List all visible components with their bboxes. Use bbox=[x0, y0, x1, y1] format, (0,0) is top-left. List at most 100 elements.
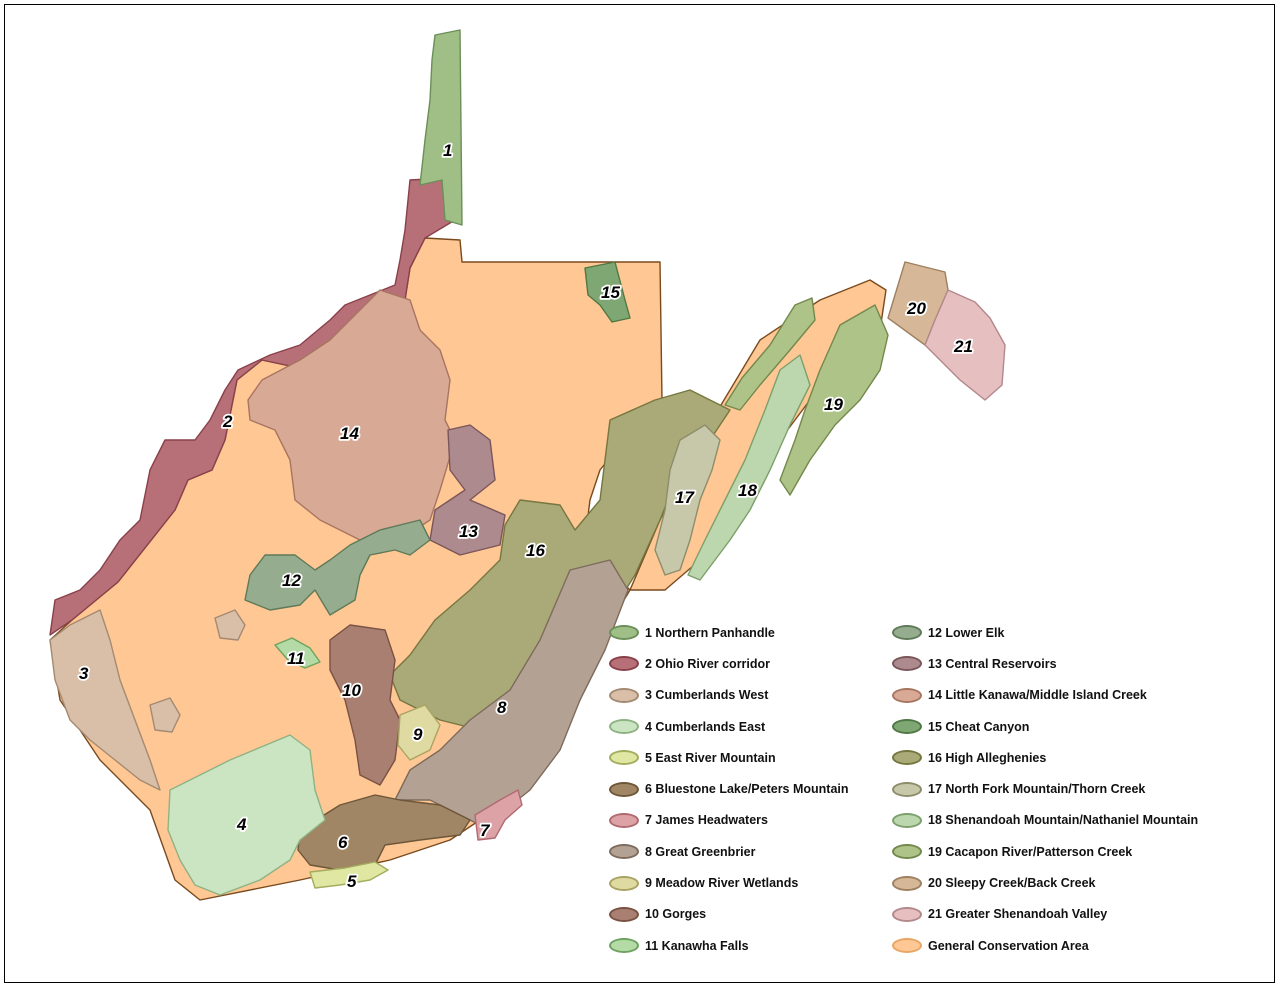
legend-swatch bbox=[609, 750, 639, 766]
legend-item: 8 Great Greenbrier bbox=[609, 836, 849, 867]
map-label-10: 10 bbox=[342, 681, 361, 700]
legend-item: 6 Bluestone Lake/Peters Mountain bbox=[609, 773, 849, 804]
map-label-13: 13 bbox=[459, 522, 478, 541]
legend-item: 9 Meadow River Wetlands bbox=[609, 867, 849, 898]
region-7 bbox=[474, 789, 523, 841]
legend-item: 12 Lower Elk bbox=[892, 617, 1198, 648]
legend-swatch bbox=[609, 906, 639, 922]
legend-swatch bbox=[609, 781, 639, 797]
legend-item: 4 Cumberlands East bbox=[609, 711, 849, 742]
legend-swatch bbox=[609, 687, 639, 703]
legend-label: 14 Little Kanawa/Middle Island Creek bbox=[928, 688, 1147, 703]
legend-column-1: 1 Northern Panhandle 2 Ohio River corrido… bbox=[609, 617, 849, 961]
legend-item: 7 James Headwaters bbox=[609, 805, 849, 836]
legend-item: 10 Gorges bbox=[609, 899, 849, 930]
region-9 bbox=[397, 704, 441, 761]
map-label-6: 6 bbox=[338, 833, 348, 852]
legend-swatch bbox=[609, 812, 639, 828]
legend-item: 17 North Fork Mountain/Thorn Creek bbox=[892, 773, 1198, 804]
legend-swatch bbox=[892, 875, 922, 891]
legend-label: 7 James Headwaters bbox=[645, 813, 768, 828]
legend-item: 5 East River Mountain bbox=[609, 742, 849, 773]
region-4 bbox=[167, 734, 326, 896]
legend-label: 11 Kanawha Falls bbox=[645, 938, 749, 953]
map-label-2: 2 bbox=[222, 412, 233, 431]
region-17 bbox=[654, 424, 721, 576]
legend-label: 4 Cumberlands East bbox=[645, 719, 766, 734]
legend-swatch bbox=[609, 656, 639, 672]
region-13 bbox=[429, 424, 506, 556]
legend-column-2: 12 Lower Elk 13 Central Reservoirs 14 Litt… bbox=[892, 617, 1198, 961]
map-label-3: 3 bbox=[79, 664, 89, 683]
region-18 bbox=[687, 354, 811, 581]
legend-swatch bbox=[892, 938, 922, 954]
region-19 bbox=[779, 304, 889, 496]
legend-item: General Conservation Area bbox=[892, 930, 1198, 961]
map-label-16: 16 bbox=[526, 541, 545, 560]
map-label-21: 21 bbox=[953, 337, 973, 356]
legend-item: 15 Cheat Canyon bbox=[892, 711, 1198, 742]
legend-label: General Conservation Area bbox=[928, 938, 1089, 953]
region-15 bbox=[584, 261, 631, 323]
legend-swatch bbox=[609, 844, 639, 860]
map-label-4: 4 bbox=[236, 815, 247, 834]
region-3-patch-b bbox=[149, 697, 181, 733]
legend-item: 21 Greater Shenandoah Valley bbox=[892, 899, 1198, 930]
map-label-5: 5 bbox=[347, 872, 357, 891]
region-1 bbox=[419, 29, 463, 226]
region-8 bbox=[394, 559, 629, 831]
map-label-9: 9 bbox=[413, 725, 423, 744]
map-label-17: 17 bbox=[675, 488, 695, 507]
region-5 bbox=[309, 861, 389, 889]
legend-item: 20 Sleepy Creek/Back Creek bbox=[892, 867, 1198, 898]
legend-item: 13 Central Reservoirs bbox=[892, 648, 1198, 679]
region-3 bbox=[49, 609, 161, 791]
legend-swatch bbox=[609, 625, 639, 641]
legend-swatch bbox=[892, 750, 922, 766]
legend-label: 9 Meadow River Wetlands bbox=[645, 876, 799, 891]
map-label-19: 19 bbox=[824, 395, 843, 414]
region-12 bbox=[244, 519, 431, 616]
legend-swatch bbox=[892, 719, 922, 735]
legend-item: 11 Kanawha Falls bbox=[609, 930, 849, 961]
map-label-14: 14 bbox=[340, 424, 359, 443]
map-label-12: 12 bbox=[282, 571, 301, 590]
legend-label: 16 High Alleghenies bbox=[928, 750, 1047, 765]
legend-item: 16 High Alleghenies bbox=[892, 742, 1198, 773]
map-label-11: 11 bbox=[287, 649, 305, 668]
legend-swatch bbox=[892, 844, 922, 860]
legend-item: 2 Ohio River corridor bbox=[609, 648, 849, 679]
region-6 bbox=[297, 794, 471, 871]
map-label-7: 7 bbox=[480, 821, 491, 840]
region-19-strip bbox=[724, 297, 816, 411]
region-10 bbox=[329, 624, 401, 786]
legend-label: 5 East River Mountain bbox=[645, 750, 776, 765]
legend-label: 3 Cumberlands West bbox=[645, 688, 769, 703]
region-3-patch-a bbox=[214, 609, 246, 641]
map-label-15: 15 bbox=[601, 283, 620, 302]
legend-swatch bbox=[892, 656, 922, 672]
map-label-1: 1 bbox=[443, 141, 452, 160]
map-label-18: 18 bbox=[738, 481, 757, 500]
legend-item: 19 Cacapon River/Patterson Creek bbox=[892, 836, 1198, 867]
region-21 bbox=[924, 289, 1006, 401]
map-label-20: 20 bbox=[906, 299, 926, 318]
map-label-8: 8 bbox=[497, 698, 507, 717]
legend-label: 6 Bluestone Lake/Peters Mountain bbox=[645, 782, 849, 797]
region-11 bbox=[274, 637, 321, 669]
legend-item: 1 Northern Panhandle bbox=[609, 617, 849, 648]
legend-swatch bbox=[892, 625, 922, 641]
legend-label: 20 Sleepy Creek/Back Creek bbox=[928, 876, 1096, 891]
legend-label: 17 North Fork Mountain/Thorn Creek bbox=[928, 782, 1146, 797]
legend-label: 8 Great Greenbrier bbox=[645, 844, 756, 859]
legend-label: 13 Central Reservoirs bbox=[928, 656, 1057, 671]
legend-label: 1 Northern Panhandle bbox=[645, 625, 775, 640]
legend-label: 21 Greater Shenandoah Valley bbox=[928, 907, 1108, 922]
legend-label: 12 Lower Elk bbox=[928, 625, 1005, 640]
legend-item: 18 Shenandoah Mountain/Nathaniel Mountai… bbox=[892, 805, 1198, 836]
legend-swatch bbox=[609, 719, 639, 735]
legend-swatch bbox=[609, 938, 639, 954]
legend-label: 10 Gorges bbox=[645, 907, 707, 922]
legend-swatch bbox=[892, 906, 922, 922]
